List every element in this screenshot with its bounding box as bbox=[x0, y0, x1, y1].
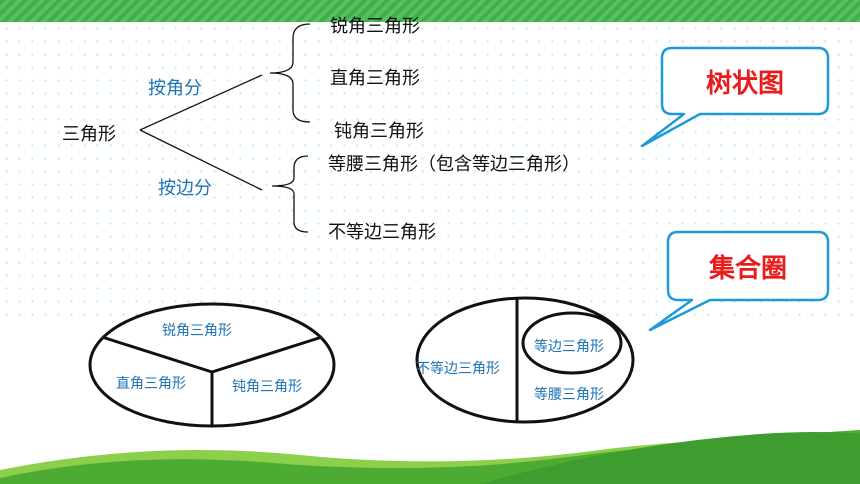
brace-side bbox=[271, 155, 309, 233]
brace-angle bbox=[269, 23, 311, 123]
branch-label-angle: 按角分 bbox=[148, 78, 202, 99]
leaf-obtuse: 钝角三角形 bbox=[334, 121, 424, 142]
branch-line-side bbox=[139, 129, 263, 191]
top-decorative-band bbox=[0, 0, 860, 22]
set-ellipse-equilateral bbox=[521, 311, 623, 375]
branch-label-side: 按边分 bbox=[158, 178, 212, 199]
grass-hill-dark bbox=[480, 432, 860, 484]
leaf-acute: 锐角三角形 bbox=[330, 16, 420, 37]
callout-title-set: 集合圈 bbox=[708, 254, 787, 284]
leaf-right: 直角三角形 bbox=[330, 68, 420, 89]
leaf-scalene: 不等边三角形 bbox=[328, 222, 436, 243]
callout-title-tree: 树状图 bbox=[705, 69, 784, 99]
set-label-right: 直角三角形 bbox=[116, 376, 186, 392]
callout-bubble-tree bbox=[640, 46, 830, 148]
set-label-acute: 锐角三角形 bbox=[162, 323, 232, 339]
branch-line-angle bbox=[139, 74, 263, 131]
set-label-isosceles: 等腰三角形 bbox=[534, 387, 604, 403]
tree-root-label: 三角形 bbox=[62, 124, 116, 145]
set-label-obtuse: 钝角三角形 bbox=[232, 379, 302, 395]
callout-bubble-set bbox=[648, 230, 830, 332]
set-label-equilateral: 等边三角形 bbox=[534, 339, 604, 355]
leaf-isosceles: 等腰三角形（包含等边三角形） bbox=[328, 154, 580, 175]
set-label-scalene: 不等边三角形 bbox=[416, 361, 500, 377]
